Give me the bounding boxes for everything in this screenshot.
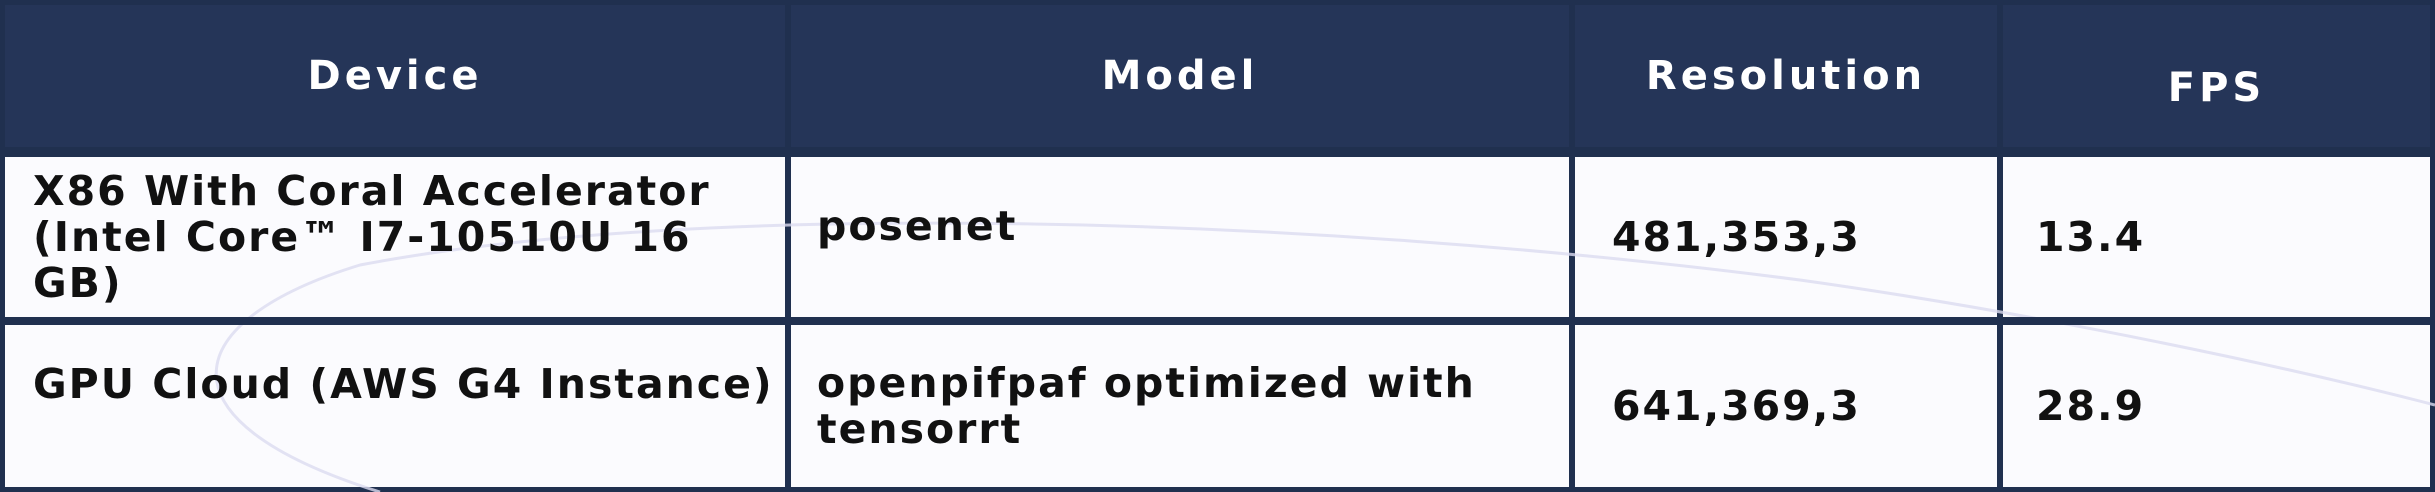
table-row-1-device: X86 With Coral Accelerator (Intel Core™ … [5,157,785,317]
row-separator [0,317,2435,325]
row-1-fps: 13.4 [2036,213,2146,261]
row-1-model: posenet [817,202,1018,250]
header-resolution-label: Resolution [1645,53,1927,99]
row-2-model-line-2: tensorrt [817,405,1023,453]
header-model: Model [791,5,1569,147]
row-2-fps: 28.9 [2036,382,2146,430]
header-fps: FPS [2003,5,2430,147]
row-1-device-line-1: X86 With Coral Accelerator [33,167,711,215]
header-device: Device [5,5,785,147]
row-2-resolution: 641,369,3 [1612,382,1861,430]
table-row-1-fps: 13.4 [2003,157,2430,317]
table-row-1-resolution: 481,353,3 [1575,157,1997,317]
table-row-2-resolution: 641,369,3 [1575,325,1997,487]
row-2-device: GPU Cloud (AWS G4 Instance) [33,360,774,408]
table-row-1-model: posenet [791,157,1569,317]
header-device-label: Device [307,53,483,99]
table-row-2-model: openpifpaf optimized with tensorrt [791,325,1569,487]
header-resolution: Resolution [1575,5,1997,147]
row-1-device-line-2: (Intel Core™ I7-10510U 16 GB) [33,213,692,307]
table-row-2-device: GPU Cloud (AWS G4 Instance) [5,325,785,487]
header-model-label: Model [1101,53,1259,99]
table-row-2-fps: 28.9 [2003,325,2430,487]
row-1-resolution: 481,353,3 [1612,213,1861,261]
header-fps-label: FPS [2167,65,2266,111]
row-2-model-line-1: openpifpaf optimized with [817,359,1476,407]
